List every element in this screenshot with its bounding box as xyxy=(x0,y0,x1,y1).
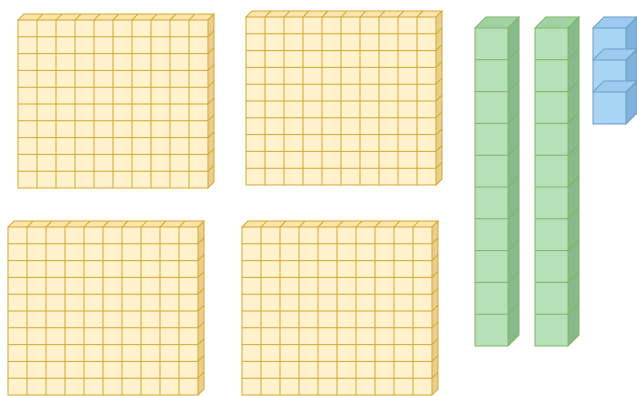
hundred-flat-4 xyxy=(242,221,438,395)
hundred-flat-3 xyxy=(8,221,204,395)
ten-rod-2 xyxy=(535,17,579,346)
one-cube-3-front-face xyxy=(593,92,626,124)
ten-rods-group xyxy=(475,17,579,346)
hundred-flat-2 xyxy=(246,11,442,185)
ten-rod-1 xyxy=(475,17,519,346)
one-cube-3 xyxy=(593,81,637,124)
hundred-flat-1 xyxy=(18,14,214,188)
hundred-flats-group xyxy=(8,11,442,395)
one-cubes-group xyxy=(593,17,637,124)
